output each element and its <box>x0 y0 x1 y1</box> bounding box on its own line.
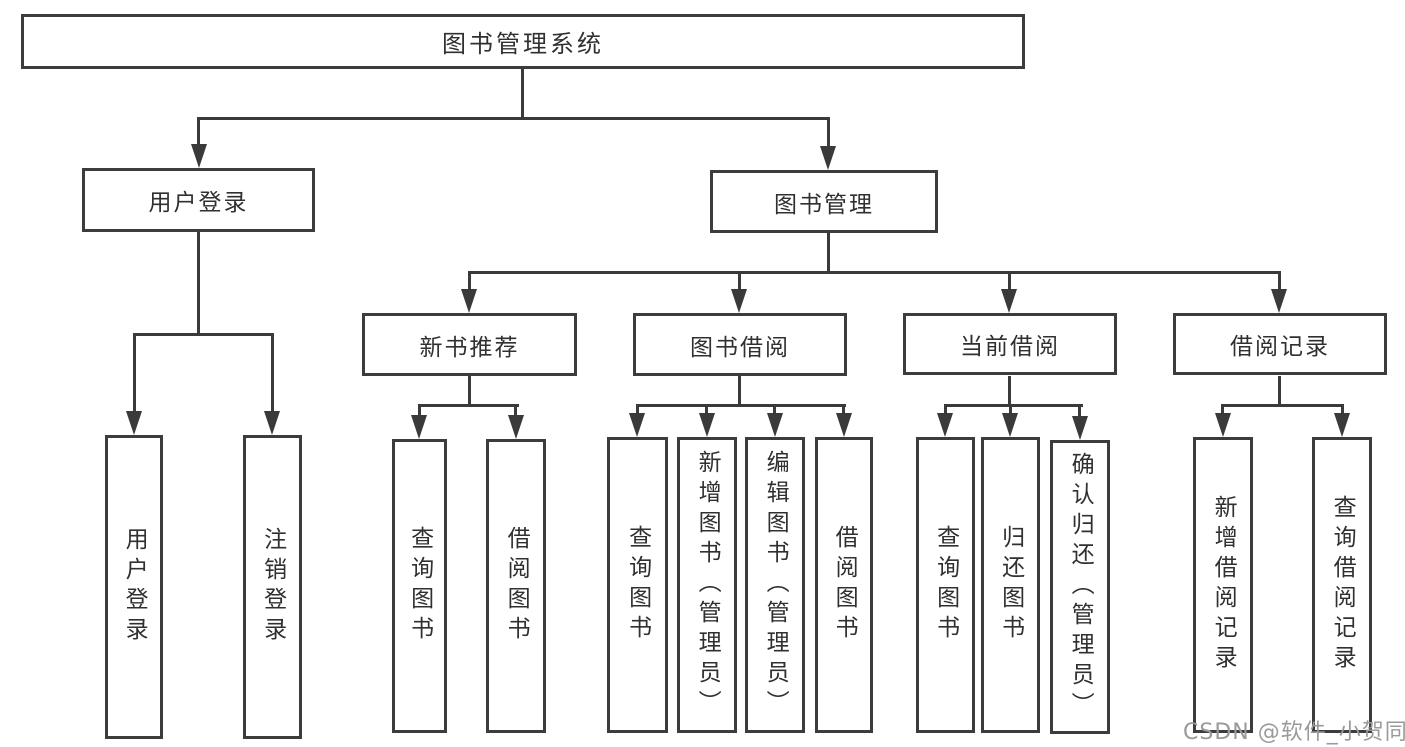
connector-root-stub <box>521 69 524 119</box>
connector-book-borrow-stub <box>738 376 741 406</box>
arrowhead-icon <box>836 413 852 437</box>
connector-to-leaf-user-login <box>133 335 136 413</box>
connector-borrow-records-split <box>1221 404 1344 407</box>
csdn-watermark: CSDN @软件_小贺同学 <box>1183 720 1405 745</box>
arrowhead-icon <box>126 411 142 435</box>
arrowhead-icon <box>411 415 427 439</box>
arrowhead-icon <box>508 415 524 439</box>
arrowhead-icon <box>1215 413 1231 437</box>
leaf-query-borrow-record: 查询借阅记录 <box>1312 437 1372 733</box>
arrowhead-icon <box>1072 416 1088 440</box>
arrowhead-icon <box>937 413 953 437</box>
leaf-borrow-books: 借阅图书 <box>486 439 546 733</box>
connector-leaf <box>773 406 776 415</box>
leaf-query-books: 查询图书 <box>607 437 668 733</box>
leaf-borrow-books: 借阅图书 <box>815 437 873 733</box>
leaf-add-books-admin: 新增图书（管理员） <box>677 437 737 733</box>
connector-leaf <box>705 406 708 415</box>
node-library-management-system: 图书管理系统 <box>21 14 1025 69</box>
connector-current-borrow-split <box>944 404 1083 407</box>
connector-to-borrow-records <box>1278 273 1281 291</box>
arrowhead-icon <box>699 413 715 437</box>
node-current-borrowing: 当前借阅 <box>903 313 1117 375</box>
connector-book-mgmt-stub <box>827 233 830 273</box>
connector-leaf <box>1009 406 1012 415</box>
connector-leaf <box>1221 406 1224 415</box>
node-new-book-recommendation: 新书推荐 <box>362 313 577 376</box>
connector-user-login-split <box>133 333 274 336</box>
leaf-add-borrow-record: 新增借阅记录 <box>1193 437 1253 733</box>
node-borrowing-records: 借阅记录 <box>1173 313 1387 375</box>
connector-to-current-borrow <box>1008 273 1011 291</box>
arrowhead-icon <box>731 289 747 313</box>
connector-leaf <box>514 406 517 417</box>
arrowhead-icon <box>1334 413 1350 437</box>
connector-to-new-book <box>468 273 471 291</box>
node-user-login: 用户登录 <box>82 168 315 232</box>
connector-to-book-borrow <box>738 273 741 291</box>
arrowhead-icon <box>1271 289 1287 313</box>
connector-book-borrow-split <box>636 404 846 407</box>
leaf-logout: 注销登录 <box>243 435 302 739</box>
arrowhead-icon <box>1001 289 1017 313</box>
connector-new-book-stub <box>468 376 471 406</box>
leaf-confirm-return-admin: 确认归还（管理员） <box>1050 440 1110 734</box>
connector-leaf <box>1341 406 1344 415</box>
connector-current-borrow-stub <box>1008 376 1011 406</box>
leaf-user-login: 用户登录 <box>105 435 163 739</box>
arrowhead-icon <box>1002 413 1018 437</box>
connector-to-leaf-logout <box>271 335 274 413</box>
leaf-return-books: 归还图书 <box>981 437 1040 733</box>
connector-book-mgmt-split <box>468 271 1281 274</box>
arrowhead-icon <box>767 413 783 437</box>
leaf-query-books: 查询图书 <box>392 439 447 733</box>
connector-user-login-stub <box>197 232 200 335</box>
arrowhead-icon <box>820 146 836 170</box>
connector-new-book-split <box>418 404 519 407</box>
arrowhead-icon <box>264 411 280 435</box>
node-book-borrowing: 图书借阅 <box>633 313 847 376</box>
leaf-edit-books-admin: 编辑图书（管理员） <box>745 437 805 733</box>
connector-to-book-management <box>827 119 830 148</box>
connector-leaf <box>944 406 947 415</box>
connector-leaf <box>636 406 639 415</box>
connector-leaf <box>418 406 421 417</box>
leaf-query-books: 查询图书 <box>916 437 975 733</box>
connector-to-user-login <box>197 119 200 146</box>
connector-leaf <box>842 406 845 415</box>
arrowhead-icon <box>461 289 477 313</box>
connector-leaf <box>1078 406 1081 417</box>
connector-borrow-records-stub <box>1278 376 1281 406</box>
connector-root-split <box>197 117 830 120</box>
arrowhead-icon <box>629 413 645 437</box>
arrowhead-icon <box>191 144 207 168</box>
node-book-management: 图书管理 <box>710 170 938 233</box>
